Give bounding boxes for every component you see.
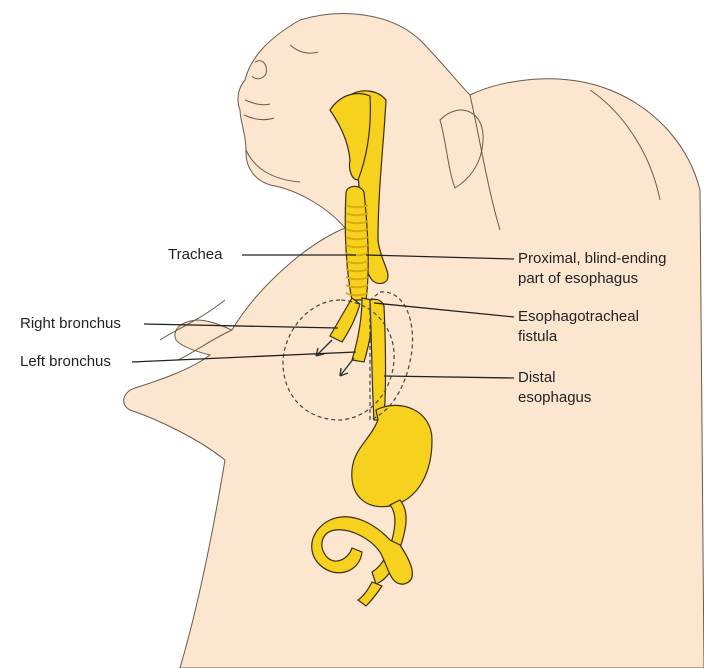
- trachea-tube: [345, 186, 368, 300]
- fistula-label: Esophagotracheal fistula: [518, 307, 639, 347]
- proximal-esophagus-label: Proximal, blind-ending part of esophagus: [518, 249, 666, 289]
- proximal-esophagus-label-line2: part of esophagus: [518, 269, 666, 289]
- left-bronchus-label: Left bronchus: [20, 352, 111, 372]
- distal-esophagus-label-line1: Distal: [518, 368, 591, 388]
- fistula-label-line2: fistula: [518, 327, 639, 347]
- proximal-esophagus-label-line1: Proximal, blind-ending: [518, 249, 666, 269]
- distal-esophagus-label: Distal esophagus: [518, 368, 591, 408]
- right-bronchus-label: Right bronchus: [20, 314, 121, 334]
- distal-esophagus-label-line2: esophagus: [518, 388, 591, 408]
- fistula-label-line1: Esophagotracheal: [518, 307, 639, 327]
- trachea-label: Trachea: [168, 245, 222, 265]
